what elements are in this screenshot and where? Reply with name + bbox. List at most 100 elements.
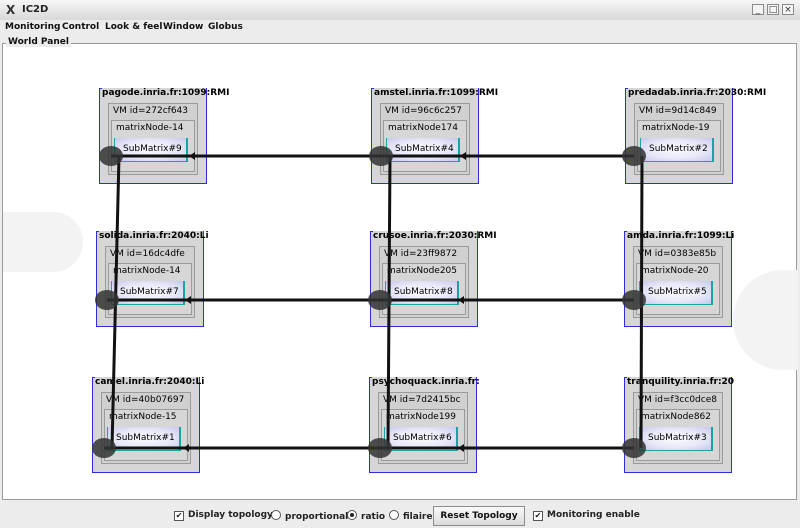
node-label: matrixNode-15 (109, 412, 177, 422)
vm-box[interactable]: VM id=16dc4dfe matrixNode-14 SubMatrix#7 (105, 246, 195, 318)
node-box[interactable]: matrixNode199 SubMatrix#6 (381, 409, 465, 461)
active-object[interactable]: SubMatrix#7 (111, 281, 185, 305)
node-box[interactable]: matrixNode-19 SubMatrix#2 (637, 120, 721, 172)
active-object-label: SubMatrix#3 (648, 433, 707, 443)
radio-ratio[interactable]: ratio (347, 510, 385, 522)
menu-globus[interactable]: Globus (208, 22, 243, 32)
app-icon: X (6, 3, 16, 17)
node-box[interactable]: matrixNode205 SubMatrix#8 (382, 263, 466, 315)
active-object-label: SubMatrix#9 (123, 144, 182, 154)
vm-box[interactable]: VM id=0383e85b matrixNode-20 SubMatrix#5 (633, 246, 723, 318)
host-box[interactable]: psychoquack.inria.fr: VM id=7d2415bc mat… (369, 377, 480, 473)
node-box[interactable]: matrixNode174 SubMatrix#4 (383, 120, 467, 172)
vm-box[interactable]: VM id=272cf643 matrixNode-14 SubMatrix#9 (108, 103, 198, 175)
node-label: matrixNode-19 (642, 123, 710, 133)
vm-label: VM id=272cf643 (113, 106, 189, 116)
node-box[interactable]: matrixNode-15 SubMatrix#1 (104, 409, 188, 461)
host-box[interactable]: solida.inria.fr:2040:Li VM id=16dc4dfe m… (96, 231, 209, 327)
vm-box[interactable]: VM id=9d14c849 matrixNode-19 SubMatrix#2 (634, 103, 724, 175)
vm-label: VM id=23ff9872 (384, 249, 458, 259)
active-object[interactable]: SubMatrix#4 (386, 138, 460, 162)
host-box[interactable]: tranquility.inria.fr:20 VM id=f3cc0dce8 … (624, 377, 735, 473)
host-label: crusoe.inria.fr:2030:RMI (373, 231, 497, 241)
monitoring-enable-checkbox[interactable]: ✔ Monitoring enable (533, 510, 640, 521)
host-label: solida.inria.fr:2040:Li (99, 231, 209, 241)
node-label: matrixNode174 (388, 123, 459, 133)
reset-topology-button[interactable]: Reset Topology (433, 506, 525, 526)
vm-box[interactable]: VM id=7d2415bc matrixNode199 SubMatrix#6 (378, 392, 468, 464)
vm-label: VM id=16dc4dfe (110, 249, 185, 259)
minimize-button[interactable]: _ (752, 4, 764, 15)
active-object[interactable]: SubMatrix#5 (639, 281, 713, 305)
control-bar: ✔ Display topology proportional ratio fil… (0, 502, 800, 528)
active-object[interactable]: SubMatrix#2 (640, 138, 714, 162)
monitoring-enable-label: Monitoring enable (547, 510, 640, 520)
menu-bar: Monitoring Control Look & feel Window Gl… (0, 20, 800, 36)
node-box[interactable]: matrixNode-14 SubMatrix#9 (111, 120, 195, 172)
radio-proportional-label: proportional (285, 512, 349, 522)
host-label: amstel.inria.fr:1099:RMI (374, 88, 499, 98)
node-box[interactable]: matrixNode-20 SubMatrix#5 (636, 263, 720, 315)
menu-control[interactable]: Control (62, 22, 100, 32)
checkbox-checked-icon: ✔ (533, 511, 543, 521)
active-object-label: SubMatrix#8 (394, 287, 453, 297)
vm-box[interactable]: VM id=96c6c257 matrixNode174 SubMatrix#4 (380, 103, 470, 175)
active-object-label: SubMatrix#6 (393, 433, 452, 443)
active-object[interactable]: SubMatrix#8 (385, 281, 459, 305)
node-box[interactable]: matrixNode862 SubMatrix#3 (636, 409, 720, 461)
checkbox-checked-icon: ✔ (174, 511, 184, 521)
radio-icon (389, 510, 399, 520)
vm-label: VM id=96c6c257 (385, 106, 462, 116)
vm-label: VM id=f3cc0dce8 (638, 395, 717, 405)
active-object[interactable]: SubMatrix#6 (384, 427, 458, 451)
display-topology-label: Display topology (188, 510, 273, 520)
active-object-label: SubMatrix#2 (649, 144, 708, 154)
vm-label: VM id=40b07697 (106, 395, 185, 405)
active-object-label: SubMatrix#1 (116, 433, 175, 443)
vm-label: VM id=7d2415bc (383, 395, 461, 405)
maximize-button[interactable]: □ (767, 4, 779, 15)
host-label: pagode.inria.fr:1099:RMI (102, 88, 230, 98)
world-panel-title: World Panel (6, 37, 71, 47)
active-object-label: SubMatrix#7 (120, 287, 179, 297)
host-box[interactable]: camel.inria.fr:2040:Li VM id=40b07697 ma… (92, 377, 205, 473)
node-label: matrixNode-14 (113, 266, 181, 276)
radio-icon (271, 510, 281, 520)
radio-filaire[interactable]: filaire (389, 510, 432, 522)
menu-monitoring[interactable]: Monitoring (5, 22, 61, 32)
active-object[interactable]: SubMatrix#1 (107, 427, 181, 451)
menu-window[interactable]: Window (163, 22, 204, 32)
host-box[interactable]: amstel.inria.fr:1099:RMI VM id=96c6c257 … (371, 88, 499, 184)
host-label: psychoquack.inria.fr: (372, 377, 480, 387)
active-object-label: SubMatrix#4 (395, 144, 454, 154)
host-label: tranquility.inria.fr:20 (627, 377, 735, 387)
radio-ratio-label: ratio (361, 512, 386, 522)
host-label: amda.inria.fr:1099:Li (627, 231, 735, 241)
host-label: predadab.inria.fr:2030:RMI (628, 88, 767, 98)
window-title: IC2D (22, 4, 49, 15)
node-label: matrixNode199 (386, 412, 457, 422)
host-box[interactable]: predadab.inria.fr:2030:RMI VM id=9d14c84… (625, 88, 767, 184)
title-bar: X IC2D _ □ × (0, 0, 800, 21)
host-box[interactable]: amda.inria.fr:1099:Li VM id=0383e85b mat… (624, 231, 735, 327)
vm-box[interactable]: VM id=40b07697 matrixNode-15 SubMatrix#1 (101, 392, 191, 464)
background-shape (733, 270, 798, 370)
radio-selected-icon (347, 510, 357, 520)
close-button[interactable]: × (782, 4, 794, 15)
active-object[interactable]: SubMatrix#9 (114, 138, 188, 162)
host-box[interactable]: crusoe.inria.fr:2030:RMI VM id=23ff9872 … (370, 231, 497, 327)
menu-look-and-feel[interactable]: Look & feel (105, 22, 163, 32)
display-topology-checkbox[interactable]: ✔ Display topology (174, 510, 273, 521)
vm-box[interactable]: VM id=23ff9872 matrixNode205 SubMatrix#8 (379, 246, 469, 318)
vm-label: VM id=9d14c849 (639, 106, 717, 116)
node-box[interactable]: matrixNode-14 SubMatrix#7 (108, 263, 192, 315)
vm-box[interactable]: VM id=f3cc0dce8 matrixNode862 SubMatrix#… (633, 392, 723, 464)
active-object-label: SubMatrix#5 (648, 287, 707, 297)
active-object[interactable]: SubMatrix#3 (639, 427, 713, 451)
background-shape (3, 212, 83, 272)
host-label: camel.inria.fr:2040:Li (95, 377, 205, 387)
radio-proportional[interactable]: proportional (271, 510, 348, 522)
vm-label: VM id=0383e85b (638, 249, 717, 259)
radio-filaire-label: filaire (403, 512, 433, 522)
host-box[interactable]: pagode.inria.fr:1099:RMI VM id=272cf643 … (99, 88, 230, 184)
